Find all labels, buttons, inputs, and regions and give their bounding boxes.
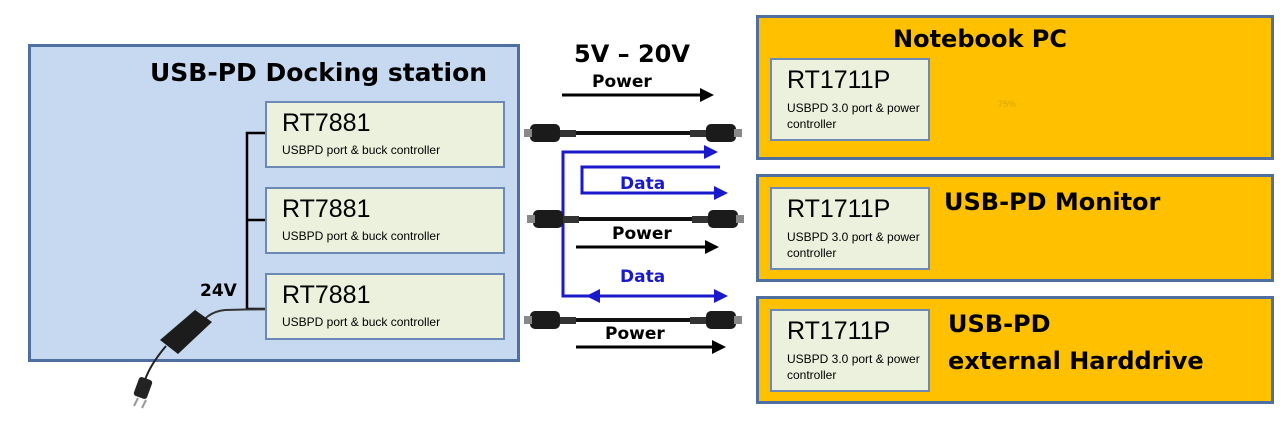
data-label-2: Data (620, 267, 666, 287)
data-arrow-4-head (714, 289, 728, 303)
dock-controller-2: RT7881 USBPD port & buck controller (265, 187, 505, 254)
power-adapter-icon (133, 306, 212, 409)
data-bus-line (561, 150, 724, 298)
device-monitor-title: USB-PD Monitor (944, 188, 1161, 216)
controller-name: RT1711P (787, 66, 891, 94)
docking-station-title: USB-PD Docking station (150, 58, 488, 87)
usb-cable-2 (527, 210, 744, 228)
controller-desc: USBPD 3.0 port & power controller (787, 352, 920, 382)
device-notebook-title: Notebook PC (893, 25, 1067, 53)
device-monitor-controller: RT1711P USBPD 3.0 port & power controlle… (770, 187, 930, 270)
data-arrow-1-head (704, 145, 718, 159)
mains-cable (144, 345, 167, 381)
controller-desc: USBPD 3.0 port & power controller (787, 101, 920, 131)
power-arrow-2-head (705, 240, 719, 254)
device-harddrive-controller: RT1711P USBPD 3.0 port & power controlle… (770, 309, 930, 392)
controller-desc: USBPD port & buck controller (282, 229, 441, 243)
controller-name: RT1711P (787, 317, 891, 345)
dock-controller-1: RT7881 USBPD port & buck controller (265, 101, 505, 168)
data-label-1: Data (620, 174, 666, 194)
controller-desc: USBPD port & buck controller (282, 315, 441, 329)
power-label-1: Power (592, 72, 652, 92)
device-harddrive-title-line2: external Harddrive (948, 347, 1204, 375)
input-voltage-label: 24V (200, 281, 237, 301)
data-loop-line (580, 165, 720, 195)
controller-name: RT7881 (282, 109, 371, 137)
power-label-3: Power (605, 324, 665, 344)
power-arrow-3-head (712, 340, 726, 354)
battery-level: 75% (998, 99, 1017, 109)
data-arrow-2-head (714, 186, 728, 200)
power-label-2: Power (612, 224, 672, 244)
device-harddrive-title-line1: USB-PD (948, 310, 1051, 338)
usb-cable-1 (524, 124, 742, 142)
device-notebook-controller: RT1711P USBPD 3.0 port & power controlle… (770, 58, 930, 141)
data-arrow-3-head (586, 289, 600, 303)
controller-name: RT7881 (282, 281, 371, 309)
power-arrow-1-head (700, 88, 714, 102)
voltage-range-label: 5V – 20V (574, 40, 690, 68)
dock-controller-3: RT7881 USBPD port & buck controller (265, 273, 505, 340)
controller-name: RT7881 (282, 195, 371, 223)
controller-desc: USBPD 3.0 port & power controller (787, 230, 920, 260)
controller-name: RT1711P (787, 195, 891, 223)
controller-desc: USBPD port & buck controller (282, 143, 441, 157)
usb-cable-3 (524, 311, 742, 329)
